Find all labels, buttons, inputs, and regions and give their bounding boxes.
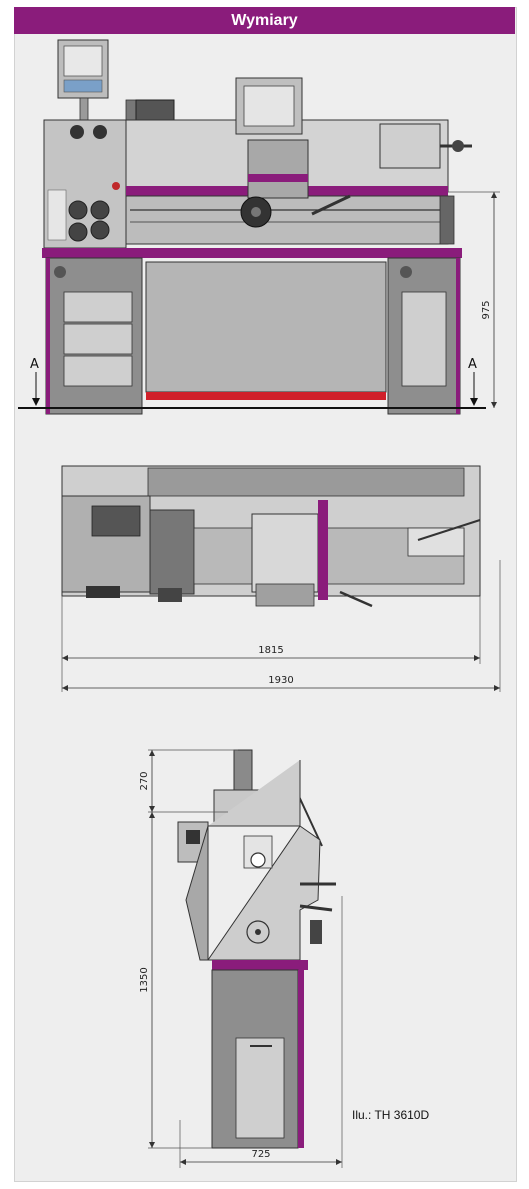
top-back-splash xyxy=(147,467,465,497)
drawer xyxy=(63,291,133,323)
dim-arrow-icon xyxy=(494,685,500,691)
tailstock-wheel-icon xyxy=(452,140,464,152)
top-tailstock-lever xyxy=(417,519,481,541)
carriage xyxy=(247,139,309,199)
top-carriage-lever xyxy=(339,590,373,608)
dro-arm xyxy=(79,97,89,121)
tailstock xyxy=(379,123,441,169)
side-base-strip xyxy=(212,960,308,970)
side-switch-icon xyxy=(186,830,200,844)
left-cabinet-accent xyxy=(46,258,50,414)
base-top-strip xyxy=(42,248,462,258)
dim-arrow-icon xyxy=(62,655,68,661)
dim-arrow-icon xyxy=(491,402,497,408)
chip-tray xyxy=(145,261,387,393)
top-accent xyxy=(318,500,328,600)
chip-guard-window xyxy=(243,85,295,127)
cabinet-door xyxy=(401,291,447,387)
dro-keypad xyxy=(63,79,103,93)
drawer xyxy=(63,355,133,387)
section-label-left: A xyxy=(30,357,39,372)
section-arrow-right-head xyxy=(470,398,478,406)
drawer xyxy=(63,323,133,355)
dim-arrow-icon xyxy=(62,685,68,691)
top-inner-length-label: 1815 xyxy=(258,645,283,656)
illustration-caption: Ilu.: TH 3610D xyxy=(352,1108,430,1122)
cabinet-knob-icon xyxy=(400,266,412,278)
dim-arrow-icon xyxy=(149,806,155,812)
side-cabinet-accent xyxy=(298,970,304,1148)
handwheel-hub-icon xyxy=(251,207,261,217)
carriage-lever xyxy=(311,194,351,216)
side-view: 270 1350 725 xyxy=(139,749,343,1168)
dim-arrow-icon xyxy=(149,812,155,818)
side-spindle-icon xyxy=(250,852,266,868)
side-guard-panel xyxy=(185,825,209,961)
feed-knob-icon xyxy=(90,220,110,240)
carriage-accent xyxy=(248,174,308,182)
end-gear-cover xyxy=(439,195,455,245)
side-cabinet-door xyxy=(235,1037,285,1139)
top-foot xyxy=(86,586,120,598)
dim-arrow-icon xyxy=(336,1159,342,1165)
top-apron xyxy=(255,583,315,607)
dim-arrow-icon xyxy=(149,1142,155,1148)
side-lever xyxy=(310,920,322,944)
cabinet-knob-icon xyxy=(54,266,66,278)
side-height-dim-label: 1350 xyxy=(139,967,150,992)
lathe-bed xyxy=(125,195,449,245)
feed-knob-icon xyxy=(68,200,88,220)
panel-title: Wymiary xyxy=(14,7,515,34)
front-view: A A 975 xyxy=(18,39,500,415)
dim-arrow-icon xyxy=(491,192,497,198)
top-carriage xyxy=(251,513,319,593)
dim-arrow-icon xyxy=(180,1159,186,1165)
feed-knob-icon xyxy=(68,222,88,242)
top-chuck-guard xyxy=(149,509,195,595)
top-overall-length-label: 1930 xyxy=(268,675,293,686)
side-top-dim-label: 270 xyxy=(139,771,150,790)
side-leadscrew-center-icon xyxy=(255,929,261,935)
side-handle xyxy=(299,904,333,912)
top-tailstock xyxy=(407,527,465,557)
emergency-stop-icon xyxy=(112,182,120,190)
section-label-right: A xyxy=(468,357,477,372)
dim-arrow-icon xyxy=(149,750,155,756)
section-arrow-left-head xyxy=(32,398,40,406)
red-tray-bar xyxy=(146,392,386,400)
side-width-dim-label: 725 xyxy=(251,1149,270,1160)
top-dro xyxy=(91,505,141,537)
top-view: 1815 1930 xyxy=(61,465,501,692)
feed-knob-icon xyxy=(90,200,110,220)
speed-lever-icon xyxy=(70,125,84,139)
top-foot xyxy=(158,588,182,602)
thread-table xyxy=(47,189,67,241)
dro-screen xyxy=(63,45,103,77)
speed-lever-icon xyxy=(93,125,107,139)
right-cabinet-accent xyxy=(456,258,460,414)
front-height-label: 975 xyxy=(481,300,492,319)
side-leadscrew-icon xyxy=(246,920,270,944)
dim-arrow-icon xyxy=(474,655,480,661)
